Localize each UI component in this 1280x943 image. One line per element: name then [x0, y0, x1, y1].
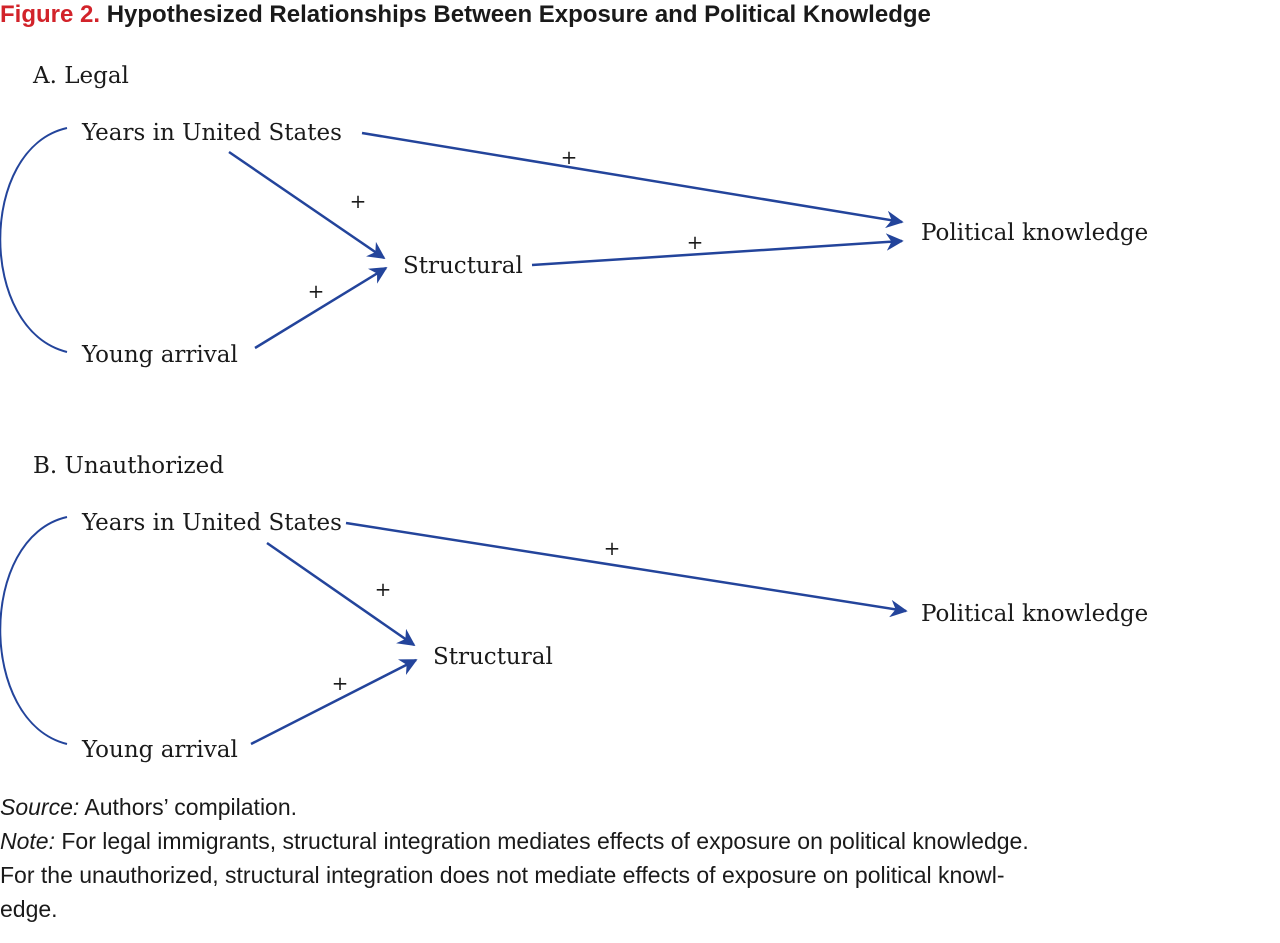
panel-a-sign-young-to-structural: + — [308, 279, 325, 303]
figure-title-text: Hypothesized Relationships Between Expos… — [106, 1, 931, 28]
panel-b-node-young-arrival: Young arrival — [81, 737, 238, 763]
panel-a-node-structural: Structural — [403, 253, 523, 279]
panel-b-edge-years-to-structural — [266, 541, 416, 647]
note-text-1: For legal immigrants, structural integra… — [61, 828, 1029, 854]
source-text: Authors’ compilation. — [84, 794, 298, 820]
panel-a-edge-structural-to-knowledge — [531, 233, 904, 267]
panel-b: B. Unauthorized Years in United States Y… — [0, 453, 1148, 763]
panel-b-node-years: Years in United States — [81, 510, 342, 536]
panel-a-sign-years-to-knowledge: + — [561, 145, 578, 169]
panel-b-edge-young-to-structural — [250, 658, 418, 746]
panel-a-sign-years-to-structural: + — [350, 189, 367, 213]
panel-b-node-structural: Structural — [433, 644, 553, 670]
note-line-3: edge. — [0, 896, 58, 922]
panel-a: A. Legal Years in United States Young ar… — [0, 63, 1148, 368]
panel-b-sign-years-to-knowledge: + — [604, 536, 621, 560]
figure-title: Figure 2. Hypothesized Relationships Bet… — [0, 0, 931, 30]
panel-b-sign-young-to-structural: + — [332, 671, 349, 695]
panel-a-node-young-arrival: Young arrival — [81, 342, 238, 368]
note-label: Note: — [0, 828, 55, 854]
panel-a-edge-years-to-knowledge — [361, 131, 904, 229]
note-line-1: Note: For legal immigrants, structural i… — [0, 824, 1280, 858]
panel-a-node-political-knowledge: Political knowledge — [921, 220, 1148, 246]
panel-b-correlation-arc — [0, 516, 68, 745]
panel-a-node-years: Years in United States — [81, 120, 342, 146]
panel-b-sign-years-to-structural: + — [375, 577, 392, 601]
note-line-2: For the unauthorized, structural integra… — [0, 862, 1005, 888]
panel-b-heading: B. Unauthorized — [33, 453, 224, 479]
panel-b-node-political-knowledge: Political knowledge — [921, 601, 1148, 627]
path-diagram: A. Legal Years in United States Young ar… — [0, 63, 1148, 763]
figure-label: Figure 2. — [0, 1, 101, 28]
panel-a-heading: A. Legal — [32, 63, 129, 89]
source-line: Source: Authors’ compilation. — [0, 790, 1280, 824]
panel-b-edge-years-to-knowledge — [345, 521, 908, 618]
panel-a-edge-years-to-structural — [228, 150, 386, 260]
source-label: Source: — [0, 794, 80, 820]
figure-notes: Source: Authors’ compilation. Note: For … — [0, 790, 1280, 926]
panel-a-sign-structural-to-knowledge: + — [687, 230, 704, 254]
panel-a-correlation-arc — [0, 127, 68, 353]
panel-a-edge-young-to-structural — [254, 266, 388, 350]
